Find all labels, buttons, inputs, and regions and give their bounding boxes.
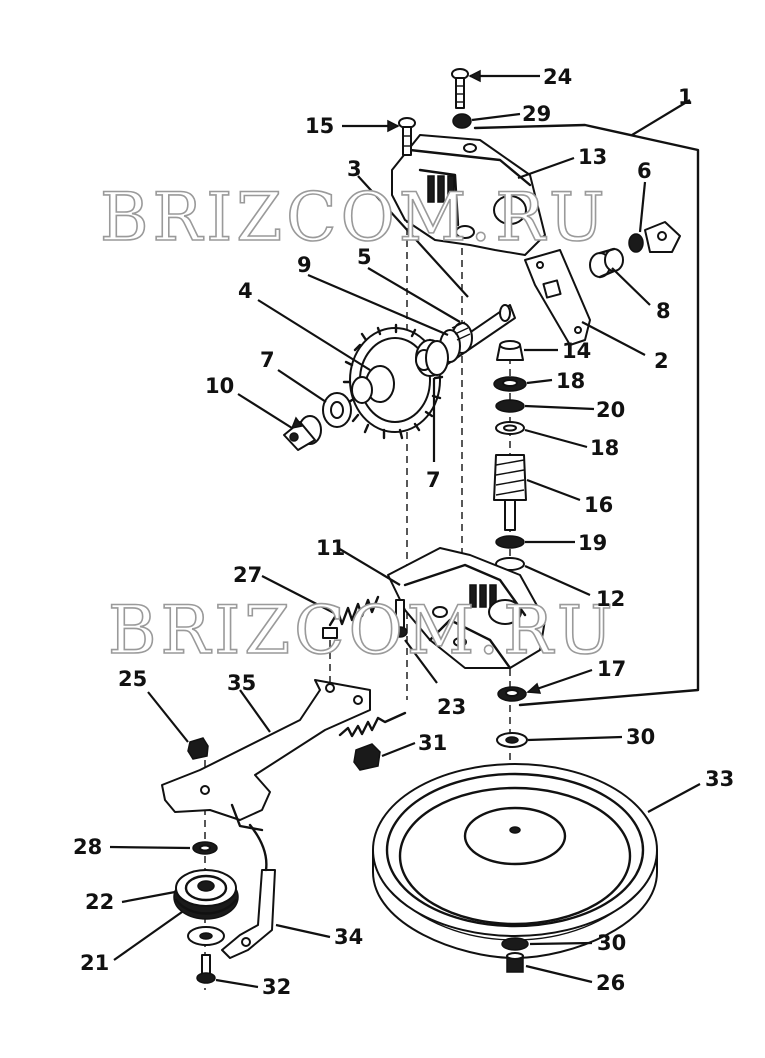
nut-26 xyxy=(506,952,524,973)
label-9: 9 xyxy=(297,253,312,277)
label-18-upper: 18 xyxy=(556,369,585,393)
label-2: 2 xyxy=(654,349,669,373)
nut-31 xyxy=(353,743,381,771)
pulley-33 xyxy=(372,763,658,959)
washer-30-lower xyxy=(501,937,529,951)
label-16: 16 xyxy=(584,493,613,517)
label-7-right: 7 xyxy=(426,468,441,492)
watermark-middle: BRIZCOM.RU xyxy=(108,592,617,669)
ring-20 xyxy=(495,399,525,413)
label-30-upper: 30 xyxy=(626,725,655,749)
label-27: 27 xyxy=(233,563,262,587)
label-26: 26 xyxy=(596,971,625,995)
washer-30-upper-hole xyxy=(505,736,519,744)
bolt-24 xyxy=(451,68,469,109)
label-20: 20 xyxy=(596,398,625,422)
label-17: 17 xyxy=(597,657,626,681)
nut-25 xyxy=(187,737,209,760)
leader-lines xyxy=(109,74,701,989)
washer-21-hole xyxy=(199,932,213,940)
spring-31 xyxy=(338,711,407,738)
bracket-34 xyxy=(221,823,276,959)
label-28: 28 xyxy=(73,835,102,859)
label-8: 8 xyxy=(656,299,671,323)
bushing-10 xyxy=(283,415,322,451)
washer-29 xyxy=(452,113,472,129)
washer-7-left xyxy=(322,392,352,428)
label-32: 32 xyxy=(262,975,291,999)
label-14: 14 xyxy=(562,339,591,363)
clip-6 xyxy=(628,221,681,253)
washer-28-hole xyxy=(199,844,211,852)
label-21: 21 xyxy=(80,951,109,975)
label-22: 22 xyxy=(85,890,114,914)
idler-arm-35 xyxy=(161,679,371,832)
label-19: 19 xyxy=(578,531,607,555)
label-10: 10 xyxy=(205,374,234,398)
label-11: 11 xyxy=(316,536,345,560)
bolt-32 xyxy=(196,954,216,984)
washer-19 xyxy=(495,535,525,549)
label-25: 25 xyxy=(118,667,147,691)
label-6: 6 xyxy=(637,159,652,183)
spring-anchor xyxy=(322,627,338,639)
watermark-top: BRIZCOM.RU xyxy=(100,179,609,256)
assembly-1-bracket xyxy=(473,123,700,707)
label-23: 23 xyxy=(437,695,466,719)
label-15: 15 xyxy=(305,114,334,138)
idler-pulley-22 xyxy=(173,869,239,920)
label-34: 34 xyxy=(334,925,363,949)
bolt-23 xyxy=(392,599,408,638)
bevel-gear-4 xyxy=(342,323,445,440)
label-18-lower: 18 xyxy=(590,436,619,460)
label-29: 29 xyxy=(522,102,551,126)
spring-27 xyxy=(328,595,380,627)
part-labels: 24 29 1 15 13 3 6 9 5 4 8 2 14 7 18 10 2… xyxy=(73,65,734,999)
label-1: 1 xyxy=(678,85,693,109)
lower-gearbox-housing-11 xyxy=(387,547,546,670)
label-30-lower: 30 xyxy=(597,931,626,955)
label-12: 12 xyxy=(596,587,625,611)
plate-2 xyxy=(524,249,591,346)
bushing-8 xyxy=(589,247,624,279)
label-35: 35 xyxy=(227,671,256,695)
label-5: 5 xyxy=(357,245,372,269)
leader-arrowheads xyxy=(290,69,542,694)
label-4: 4 xyxy=(238,279,253,303)
bolt-15 xyxy=(398,117,416,156)
label-31: 31 xyxy=(418,731,447,755)
label-33: 33 xyxy=(705,767,734,791)
label-24: 24 xyxy=(543,65,572,89)
label-3: 3 xyxy=(347,157,362,181)
label-13: 13 xyxy=(578,145,607,169)
upper-gearbox-housing xyxy=(391,134,546,256)
worm-16 xyxy=(493,454,527,501)
output-shaft-stack xyxy=(493,340,527,571)
washer-17-hole xyxy=(505,689,519,697)
label-7-left: 7 xyxy=(260,348,275,372)
washer-7-right xyxy=(425,340,449,376)
